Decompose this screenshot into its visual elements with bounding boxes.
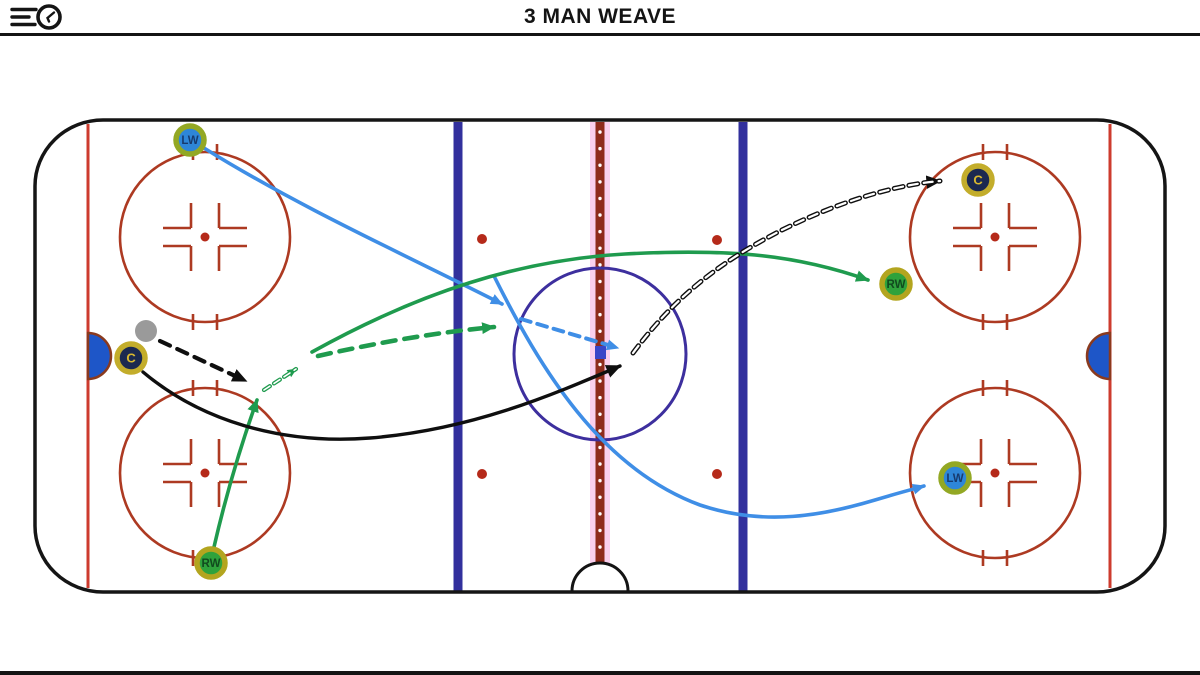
lw-pass-path [519,317,620,351]
faceoff-circle-top-right [908,142,1082,332]
rw-receive-path-rail [263,368,297,391]
player-marker-rw-end: RW [879,267,913,301]
referee-crease [570,561,630,592]
player-label: RW [887,279,906,291]
blue-lines [453,122,748,592]
rw-skate-across-path [310,250,870,354]
page-title: 3 MAN WEAVE [523,4,677,28]
c-pass-path [157,338,249,384]
player-label: C [126,351,136,366]
rink-boards [33,118,1167,594]
lw-skate-down-path [202,146,504,306]
center-ice-dot [595,346,606,359]
player-marker-lw-start: LW [173,123,207,157]
lw-skate-across-path [492,274,926,519]
c-weave-path-outer [630,175,943,356]
faceoff-circle-top-left [118,142,292,332]
puck [135,320,157,342]
player-label: LW [946,473,963,485]
faceoff-circle-bottom-right [908,378,1082,568]
center-red-line [590,122,610,566]
header-bar: 3 MAN WEAVE [0,0,1200,36]
player-marker-lw-end: LW [938,461,972,495]
player-marker-c-start: C [114,341,148,375]
player-markers: LW C RW C RW LW [114,123,995,580]
player-label: RW [202,558,221,570]
bottom-border [0,671,1200,675]
flying-puck-icon [10,4,62,30]
player-marker-c-end: C [961,163,995,197]
player-label: C [973,173,983,188]
player-marker-rw-start: RW [194,546,228,580]
c-skate-across-path [141,364,622,441]
neutral-zone-dots [477,234,722,479]
goal-crease-right [1085,331,1112,381]
player-label: LW [181,135,198,147]
rw-pass-path [315,322,497,359]
rw-skate-up-path [212,398,259,549]
goal-crease-left [86,331,113,381]
c-weave-path-rail [631,179,942,355]
faceoff-circle-bottom-left [118,378,292,568]
